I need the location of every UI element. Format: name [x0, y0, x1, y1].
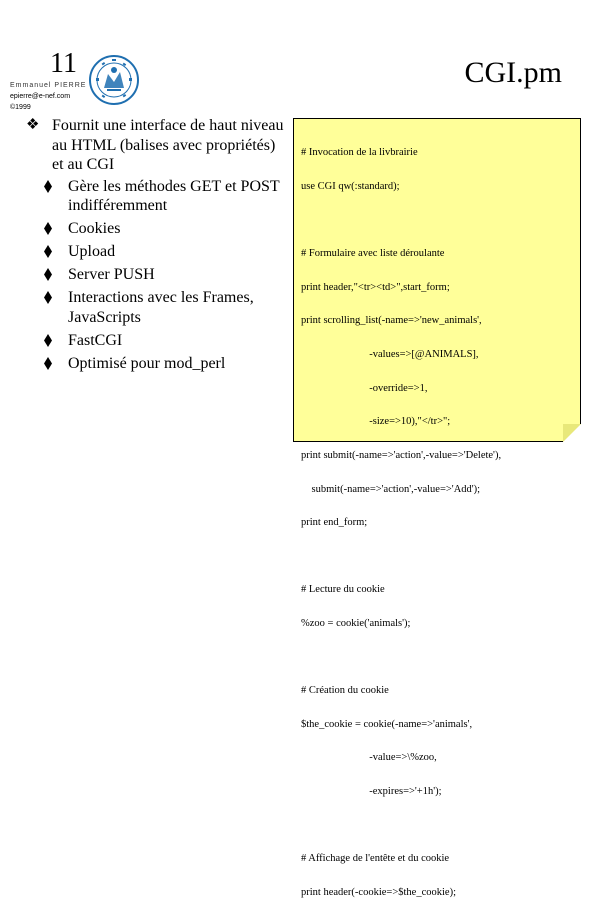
code-line: print end_form;: [301, 517, 368, 529]
code-line: [301, 551, 580, 562]
diamond-bullet-icon: [44, 245, 52, 258]
code-line: [301, 820, 580, 831]
copyright: ©1999: [10, 104, 31, 111]
code-line: %zoo = cookie('animals');: [301, 617, 411, 629]
code-line: -size=>10),"</tr>";: [301, 416, 451, 428]
list-item: Upload: [26, 242, 284, 262]
folded-corner: [563, 424, 581, 442]
code-line: # Formulaire avec liste déroulante: [301, 248, 445, 260]
author-name: Emmanuel PIERRE: [10, 82, 87, 89]
code-line: -expires=>'+1h');: [301, 785, 442, 797]
code-line: -override=>1,: [301, 382, 428, 394]
sub-bullet-list: Gère les méthodes GET et POST indifférem…: [26, 177, 284, 374]
code-line: submit(-name=>'action',-value=>'Add');: [301, 483, 481, 495]
code-sticky-note: # Invocation de la livbrairie use CGI qw…: [293, 118, 581, 898]
diamond-bullet-icon: [44, 291, 52, 304]
code-line: [301, 652, 580, 663]
code-line: use CGI qw(:standard);: [301, 181, 400, 193]
list-item: FastCGI: [26, 331, 284, 351]
list-item-text: FastCGI: [68, 331, 123, 349]
university-seal-logo: [88, 54, 140, 106]
author-block: Emmanuel PIERRE epierre@e-nef.com ©1999: [10, 80, 86, 113]
slide-number: 11: [50, 48, 77, 79]
list-item: Optimisé pour mod_perl: [26, 354, 284, 374]
diamond-bullet-icon: [44, 356, 52, 370]
code-line: # Affichage de l'entête et du cookie: [301, 853, 450, 865]
bullet-list: ❖ Fournit une interface de haut niveau a…: [26, 116, 284, 377]
list-item: Interactions avec les Frames, JavaScript…: [26, 288, 284, 327]
list-item-text: Optimisé pour mod_perl: [68, 354, 226, 372]
main-bullet-text: Fournit une interface de haut niveau au …: [52, 117, 284, 173]
list-item-text: Interactions avec les Frames, JavaScript…: [68, 289, 254, 326]
code-line: print submit(-name=>'action',-value=>'De…: [301, 449, 502, 461]
list-item-text: Upload: [68, 243, 116, 260]
list-item-text: Gère les méthodes GET et POST indifférem…: [68, 177, 280, 215]
diamond-bullet-icon: ❖: [26, 117, 40, 133]
code-line: # Lecture du cookie: [301, 584, 385, 596]
diamond-bullet-icon: [44, 268, 52, 281]
list-item-text: Cookies: [68, 220, 121, 237]
diamond-bullet-icon: [44, 222, 52, 235]
main-bullet: ❖ Fournit une interface de haut niveau a…: [26, 116, 284, 175]
code-line: -values=>[@ANIMALS],: [301, 349, 479, 361]
code-line: -value=>\%zoo,: [301, 752, 437, 764]
list-item: Server PUSH: [26, 265, 284, 285]
list-item: Gère les méthodes GET et POST indifférem…: [26, 177, 284, 216]
slide-title: CGI.pm: [464, 56, 563, 89]
list-item-text: Server PUSH: [68, 266, 155, 283]
code-line: print scrolling_list(-name=>'new_animals…: [301, 315, 482, 327]
code-line: [301, 215, 580, 226]
code-line: $the_cookie = cookie(-name=>'animals',: [301, 718, 473, 730]
code-line: # Invocation de la livbrairie: [301, 147, 418, 159]
diamond-bullet-icon: [44, 179, 52, 193]
list-item: Cookies: [26, 219, 284, 239]
author-email: epierre@e-nef.com: [10, 93, 71, 100]
code-line: # Création du cookie: [301, 685, 389, 697]
code-line: print header(-cookie=>$the_cookie);: [301, 886, 456, 898]
code-line: print header,"<tr><td>",start_form;: [301, 281, 450, 293]
diamond-bullet-icon: [44, 333, 52, 347]
